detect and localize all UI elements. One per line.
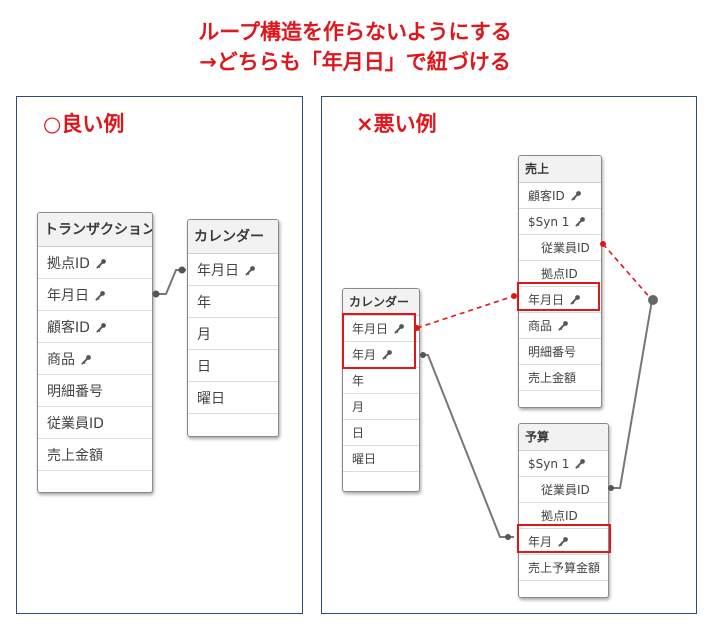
field-row[interactable]: 明細番号	[38, 375, 152, 407]
sales-table[interactable]: 売上顧客ID $Syn 1 従業員ID 拠点ID 年月日商品明細番号売上金額	[518, 155, 602, 408]
bad-syn-dashed-link	[600, 241, 653, 301]
bad-ymd-dashed-link	[414, 293, 517, 331]
highlight-budget-ym	[517, 524, 611, 553]
field-label: 拠点ID	[47, 255, 90, 272]
field-label: 顧客ID	[47, 319, 90, 336]
field-label: 売上金額	[47, 447, 103, 464]
good-ymd-link	[152, 266, 186, 298]
budget-table[interactable]: 予算 $Syn 1 従業員ID 拠点ID 年月売上予算金額	[518, 423, 609, 598]
field-row[interactable]: 年月	[519, 529, 608, 555]
field-row[interactable]: 年	[188, 286, 278, 318]
key-icon	[571, 190, 582, 201]
heading-line-2: →どちらも「年月日」で紐づける	[199, 50, 511, 74]
field-row[interactable]: 月	[343, 394, 419, 420]
field-row[interactable]: 年月日	[519, 287, 601, 313]
field-row[interactable]: $Syn 1	[519, 209, 601, 235]
field-row[interactable]: 売上予算金額	[519, 555, 608, 581]
key-icon	[382, 349, 393, 360]
field-label: $Syn 1	[528, 456, 570, 471]
good-calendar-table[interactable]: カレンダー年月日年月日曜日	[187, 219, 279, 437]
field-label: 年月日	[47, 287, 89, 304]
field-label: 月	[197, 326, 211, 343]
field-row[interactable]: 年月日	[343, 316, 419, 342]
field-row[interactable]: 拠点ID	[519, 261, 601, 287]
field-label: 明細番号	[47, 383, 103, 400]
good-example-title: ○良い例	[43, 112, 125, 136]
field-label: 年月日	[197, 262, 239, 279]
field-label: 従業員ID	[541, 483, 590, 497]
key-icon	[394, 323, 405, 334]
bad-example-title: ×悪い例	[356, 112, 437, 136]
heading-line-1: ループ構造を作らないようにする	[198, 20, 512, 44]
field-row[interactable]: $Syn 1	[519, 451, 608, 477]
field-row[interactable]: 年	[343, 368, 419, 394]
highlight-sales-ymd	[517, 282, 600, 311]
field-row[interactable]: 従業員ID	[519, 477, 608, 503]
field-label: 年月	[352, 348, 377, 362]
field-label: 顧客ID	[528, 189, 565, 203]
field-row[interactable]: 売上金額	[38, 439, 152, 471]
field-label: 拠点ID	[541, 509, 578, 523]
field-label: 日	[352, 426, 365, 440]
field-label: 商品	[528, 319, 553, 333]
key-icon	[575, 216, 586, 227]
field-row[interactable]: 顧客ID	[38, 311, 152, 343]
key-icon	[95, 289, 106, 301]
field-label: 月	[352, 400, 365, 414]
transaction-table[interactable]: トランザクション拠点ID 年月日顧客ID 商品明細番号従業員ID 売上金額	[37, 212, 153, 493]
highlight-calendar-ymd-ym	[342, 313, 416, 369]
field-row[interactable]: 年月日	[38, 279, 152, 311]
key-icon	[96, 257, 107, 269]
field-label: 年月	[528, 535, 553, 549]
field-label: 曜日	[352, 452, 377, 466]
field-label: 年月日	[528, 293, 565, 307]
field-label: 曜日	[197, 390, 225, 407]
table-title: 売上	[519, 156, 601, 183]
syn-junction-dot	[648, 295, 658, 305]
key-icon	[245, 264, 256, 276]
table-title: 予算	[519, 424, 608, 451]
bad-calendar-table[interactable]: カレンダー年月日年月年月日曜日	[342, 288, 420, 492]
field-row[interactable]: 従業員ID	[519, 235, 601, 261]
field-row[interactable]: 拠点ID	[519, 503, 608, 529]
bad-syn-solid-link	[608, 299, 653, 491]
field-row[interactable]: 日	[188, 350, 278, 382]
field-label: 拠点ID	[541, 267, 578, 281]
field-row[interactable]: 商品	[38, 343, 152, 375]
field-label: 年	[352, 374, 365, 388]
field-label: 売上予算金額	[528, 561, 601, 575]
field-row[interactable]: 年月日	[188, 254, 278, 286]
field-label: $Syn 1	[528, 214, 570, 229]
field-label: 明細番号	[528, 345, 577, 359]
bad-ym-link	[420, 352, 514, 540]
field-row[interactable]: 日	[343, 420, 419, 446]
key-icon	[81, 353, 92, 365]
field-label: 従業員ID	[47, 415, 104, 432]
field-row[interactable]: 売上金額	[519, 365, 601, 391]
field-label: 年月日	[352, 322, 389, 336]
table-title: カレンダー	[343, 289, 419, 316]
field-label: 年	[197, 294, 211, 311]
field-row[interactable]: 曜日	[343, 446, 419, 472]
field-label: 商品	[47, 351, 75, 368]
key-icon	[575, 458, 586, 469]
key-icon	[558, 536, 569, 547]
field-row[interactable]: 明細番号	[519, 339, 601, 365]
field-row[interactable]: 拠点ID	[38, 247, 152, 279]
key-icon	[558, 320, 569, 331]
field-label: 従業員ID	[541, 241, 590, 255]
field-label: 日	[197, 358, 211, 375]
field-row[interactable]: 月	[188, 318, 278, 350]
field-row[interactable]: 顧客ID	[519, 183, 601, 209]
field-label: 売上金額	[528, 371, 577, 385]
key-icon	[570, 294, 581, 305]
key-icon	[96, 321, 107, 333]
field-row[interactable]: 商品	[519, 313, 601, 339]
field-row[interactable]: 従業員ID	[38, 407, 152, 439]
field-row[interactable]: 曜日	[188, 382, 278, 414]
table-title: トランザクション	[38, 213, 152, 247]
table-title: カレンダー	[188, 220, 278, 254]
